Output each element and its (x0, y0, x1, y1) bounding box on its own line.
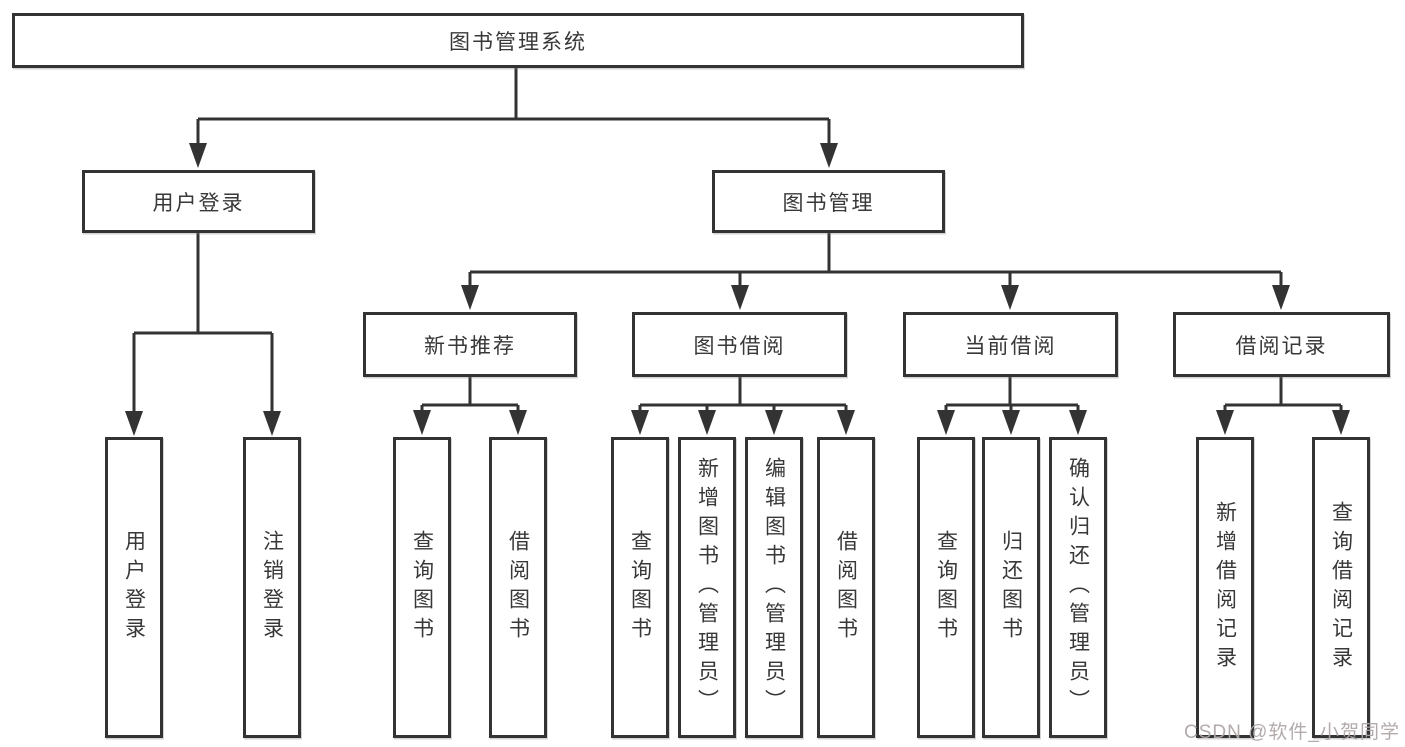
node-login: 用户登录 (105, 437, 163, 738)
node-borrowing-records: 借阅记录 (1173, 312, 1390, 377)
node-return-books: 归还图书 (982, 437, 1040, 738)
node-add-borrow-record: 新增借阅记录 (1196, 437, 1254, 738)
node-book-borrowing: 图书借阅 (632, 312, 847, 377)
node-query-borrow-record: 查询借阅记录 (1312, 437, 1370, 738)
node-query-books-current: 查询图书 (917, 437, 975, 738)
node-borrow-books-recommend: 借阅图书 (489, 437, 547, 738)
node-user-login: 用户登录 (82, 170, 315, 233)
watermark: CSDN @软件_小贺同学 (1184, 722, 1400, 743)
node-book-management: 图书管理 (712, 170, 945, 233)
node-new-book-recommend: 新书推荐 (363, 312, 577, 377)
arrowheads (125, 143, 1350, 436)
node-borrow-books-borrowing: 借阅图书 (817, 437, 875, 738)
node-add-books-admin: 新增图书（管理员） (678, 437, 736, 738)
node-query-books-borrowing: 查询图书 (611, 437, 669, 738)
node-confirm-return-admin: 确认归还（管理员） (1049, 437, 1107, 738)
node-query-books-recommend: 查询图书 (393, 437, 451, 738)
node-root: 图书管理系统 (12, 13, 1024, 68)
node-logout: 注销登录 (243, 437, 301, 738)
node-current-borrowing: 当前借阅 (903, 312, 1118, 377)
node-edit-books-admin: 编辑图书（管理员） (745, 437, 803, 738)
